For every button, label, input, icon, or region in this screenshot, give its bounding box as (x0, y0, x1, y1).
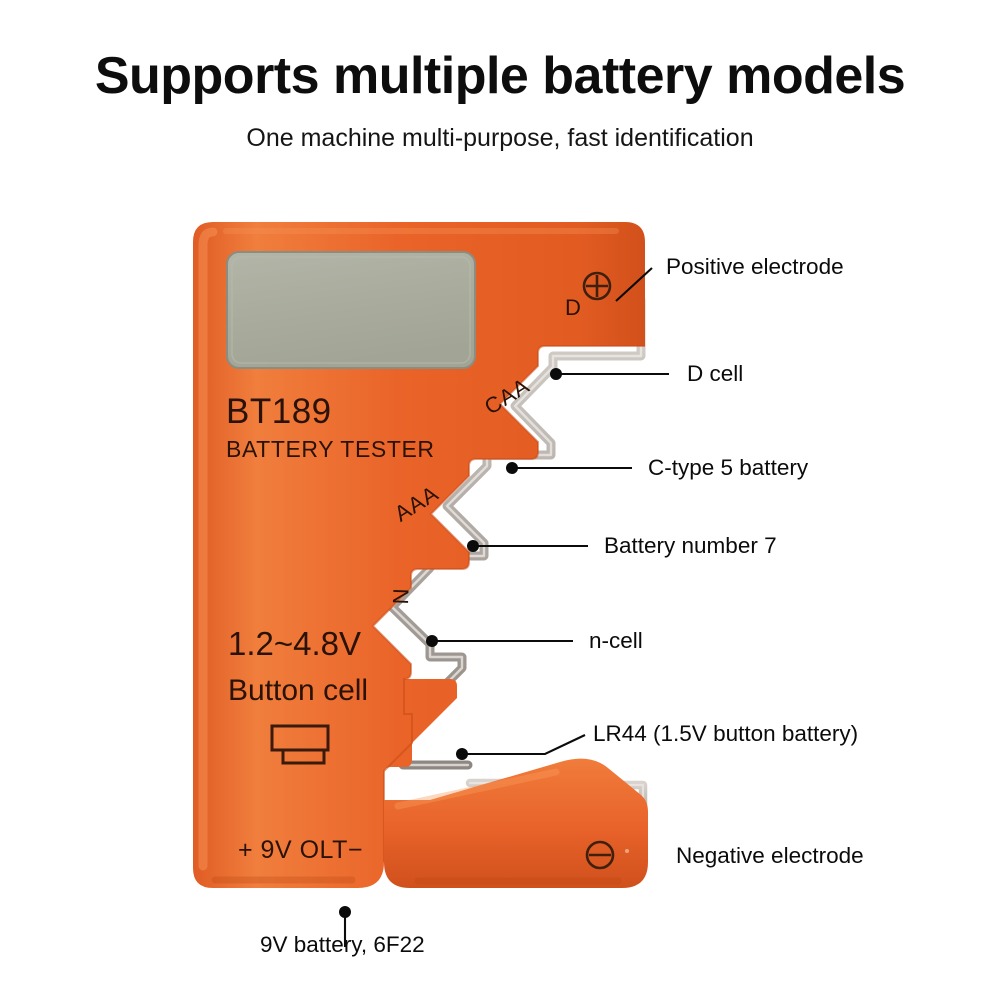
callout-battery-number-7: Battery number 7 (604, 533, 777, 558)
callout-dots (339, 368, 562, 918)
positive-electrode-symbol (582, 271, 612, 301)
button-cell-icon (270, 724, 330, 765)
callout-positive-electrode: Positive electrode (666, 254, 844, 279)
callout-lr44: LR44 (1.5V button battery) (593, 721, 859, 746)
lcd-screen (226, 251, 476, 369)
page-subtitle: One machine multi-purpose, fast identifi… (246, 124, 754, 152)
page-title: Supports multiple battery models (94, 47, 906, 105)
button-cell-text-label: Button cell (228, 674, 369, 707)
callout-n-cell: n-cell (589, 628, 643, 653)
device-brand-label: BATTERY TESTER (226, 436, 435, 462)
leader-positive-electrode (615, 267, 653, 302)
callout-c-type-5-battery: C-type 5 battery (648, 455, 809, 480)
device-model-label: BT189 (226, 392, 332, 431)
tester-body (193, 222, 645, 888)
voltage-range-label: 1.2~4.8V (228, 625, 362, 662)
notch-label-n: N (388, 587, 414, 605)
callout-negative-electrode: Negative electrode (676, 843, 864, 868)
callout-nine-volt-battery: 9V battery, 6F22 (260, 932, 425, 957)
d-slot-label: D (565, 295, 581, 320)
negative-electrode-symbol (585, 840, 629, 870)
callout-d-cell: D cell (687, 361, 744, 386)
negative-terminal-arm (384, 758, 648, 888)
nine-volt-polarity-label: + 9V OLT− (238, 836, 363, 864)
leader-lr44 (462, 734, 586, 756)
